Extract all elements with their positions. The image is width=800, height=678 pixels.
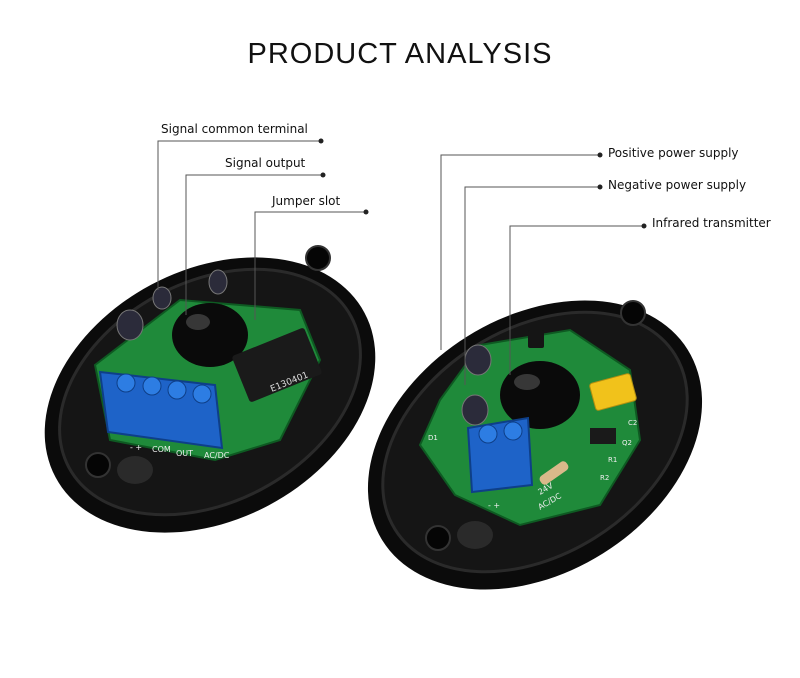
resistor [539, 461, 569, 485]
leader-positive-power [440, 154, 600, 350]
component-mark: R2 [600, 474, 609, 482]
leader-signal-common [157, 140, 321, 290]
label-positive-power-supply: Positive power supply [608, 146, 739, 160]
screw-hole [425, 525, 451, 551]
cable-hole [457, 521, 493, 549]
leader-jumper-slot [254, 211, 366, 320]
component-mark: C2 [628, 419, 637, 427]
terminal-mark: - + [488, 501, 500, 510]
receiver-leader-lines [157, 138, 369, 320]
transmitter-terminal-block [466, 416, 534, 494]
component-mark: Q2 [622, 439, 632, 447]
page-title: PRODUCT ANALYSIS [247, 38, 553, 70]
receiver-pcb: E130401 - + COM OUT AC/DC [93, 269, 322, 462]
capacitor [464, 344, 492, 376]
label-negative-power-supply: Negative power supply [608, 178, 747, 192]
label-infrared-transmitter: Infrared transmitter [652, 216, 771, 230]
label-signal-common-terminal: Signal common terminal [161, 122, 308, 136]
terminal-mark: OUT [176, 449, 193, 458]
terminal-mark: AC/DC [204, 451, 230, 460]
label-signal-output: Signal output [225, 156, 306, 170]
ic-chip [590, 428, 616, 444]
leader-signal-output [185, 174, 323, 315]
yellow-capacitor [589, 373, 637, 411]
leader-negative-power [464, 186, 600, 385]
capacitor [152, 286, 172, 310]
component-mark: D1 [428, 434, 438, 442]
terminal-mark: - + [130, 443, 142, 452]
terminal-mark: COM [152, 445, 171, 454]
component-mark: R1 [608, 456, 617, 464]
transmitter-leader-lines [440, 152, 647, 385]
leader-infrared-transmitter [509, 225, 644, 375]
label-jumper-slot: Jumper slot [272, 194, 341, 208]
transistor [528, 330, 544, 348]
screw-hole [85, 452, 111, 478]
transmitter-pcb: - + 24V AC/DC D1 R1 R2 C2 Q2 [418, 328, 642, 527]
transmitter-lens [500, 361, 580, 429]
capacitor [461, 394, 489, 426]
screw-hole [620, 300, 646, 326]
receiver-terminal-block [98, 370, 224, 450]
screw-hole [305, 245, 331, 271]
cable-hole [117, 456, 153, 484]
capacitor [116, 309, 144, 341]
capacitor [208, 269, 228, 295]
